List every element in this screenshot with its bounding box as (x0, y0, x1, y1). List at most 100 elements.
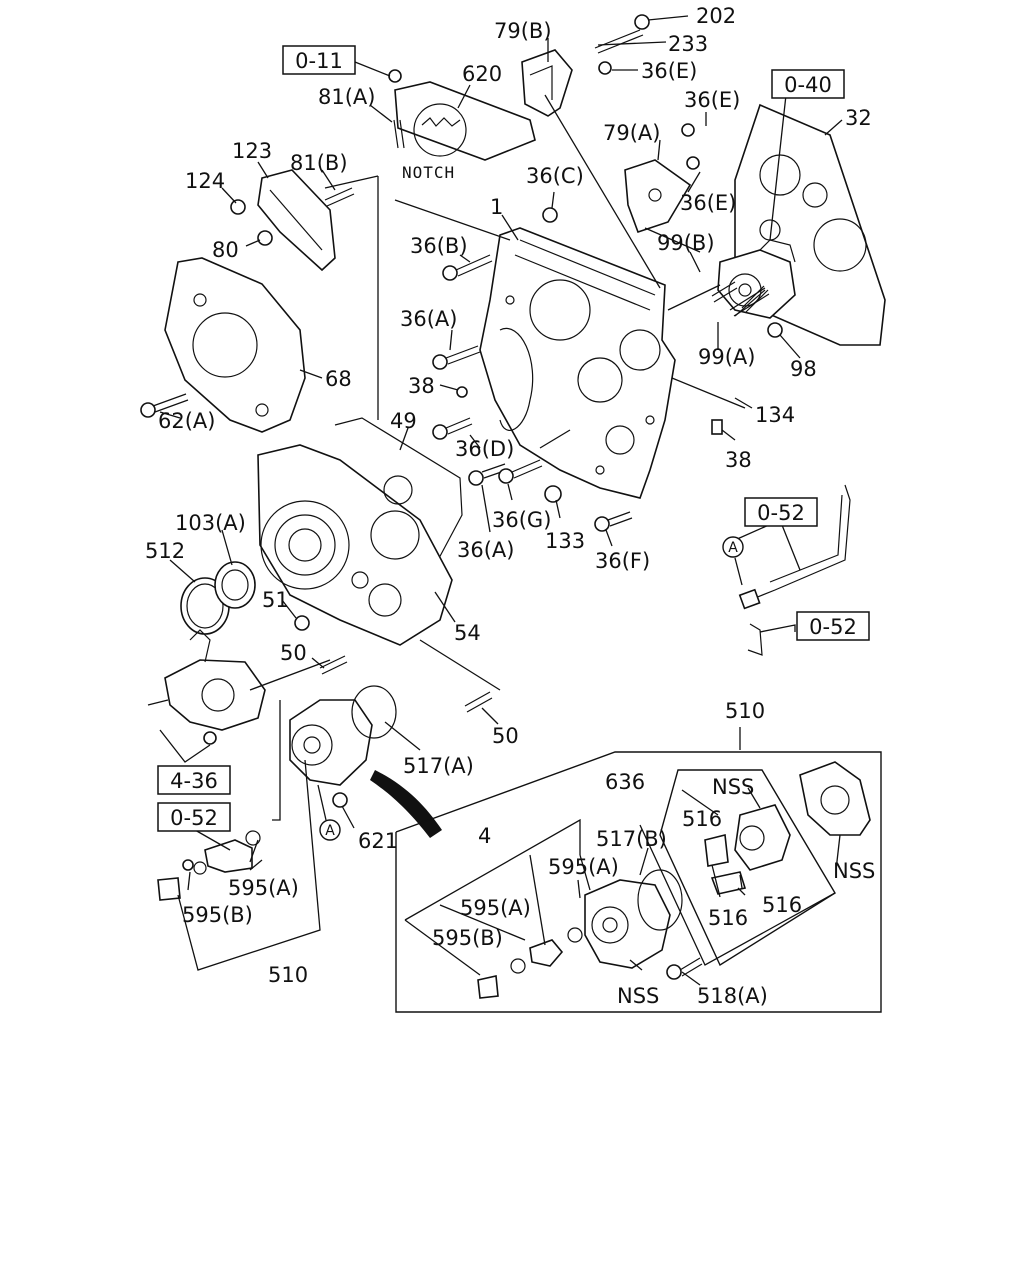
callout-4: 4 (478, 824, 491, 848)
callout-36f: 36(F) (595, 549, 650, 573)
callout-36e-3: 36(E) (680, 191, 736, 215)
callout-nss-1: NSS (712, 775, 754, 799)
callout-79b: 79(B) (494, 19, 552, 43)
bracket-79a (624, 159, 692, 234)
callout-233: 233 (668, 32, 708, 56)
notch-label: NOTCH (402, 163, 455, 182)
callout-123: 123 (232, 139, 272, 163)
callout-81b: 81(B) (290, 151, 348, 175)
ref-box-0-52-right-text: 0-52 (809, 615, 857, 639)
callout-81a: 81(A) (318, 85, 375, 109)
callout-99b: 99(B) (657, 231, 715, 255)
callout-36a-1: 36(A) (400, 307, 457, 331)
callout-516-1: 516 (682, 807, 722, 831)
callout-80: 80 (212, 238, 239, 262)
callout-labels: 202 233 79(B) 36(E) 620 81(A) 36(E) 79(A… (145, 4, 875, 1008)
callout-62a: 62(A) (158, 409, 215, 433)
circle-marker-a-lower: A (317, 784, 341, 841)
callout-595b-1: 595(B) (182, 903, 253, 927)
detail-vanes (704, 834, 747, 895)
callout-nss-3: NSS (617, 984, 659, 1008)
detail-fittings (477, 927, 583, 999)
detail-arrow (370, 770, 442, 838)
bracket-79b (521, 49, 573, 117)
ref-box-0-52-upper: 0-52 (744, 497, 818, 527)
callout-50-2: 50 (492, 724, 519, 748)
cover-123 (257, 169, 336, 272)
callout-124: 124 (185, 169, 225, 193)
ref-box-0-52-upper-text: 0-52 (757, 501, 805, 525)
callout-1: 1 (490, 195, 503, 219)
callout-202: 202 (696, 4, 736, 28)
callout-595b-2: 595(B) (432, 926, 503, 950)
callout-595a-2: 595(A) (228, 876, 299, 900)
callout-68: 68 (325, 367, 352, 391)
ref-box-0-52-left: 0-52 (157, 802, 231, 832)
callout-621: 621 (358, 829, 398, 853)
callout-595a-3: 595(A) (460, 896, 531, 920)
fitting-left (157, 830, 261, 901)
callout-518a: 518(A) (697, 984, 768, 1008)
callout-133: 133 (545, 529, 585, 553)
callout-510-top: 510 (725, 699, 765, 723)
callout-49: 49 (390, 409, 417, 433)
detail-vacuum-pump (584, 869, 683, 969)
callout-620: 620 (462, 62, 502, 86)
callout-36c: 36(C) (526, 164, 584, 188)
circle-marker-a-right-text: A (728, 540, 738, 556)
callout-512: 512 (145, 539, 185, 563)
callout-516-2: 516 (762, 893, 802, 917)
callout-516-3: 516 (708, 906, 748, 930)
cover-68 (164, 257, 306, 433)
callout-517b: 517(B) (596, 827, 667, 851)
callout-98: 98 (790, 357, 817, 381)
callout-595a-1: 595(A) (548, 855, 619, 879)
ref-box-0-11: 0-11 (282, 45, 356, 75)
detail-housing-right (799, 761, 871, 836)
ref-box-0-52-right: 0-52 (796, 611, 870, 641)
callout-36g: 36(G) (492, 508, 551, 532)
callout-54: 54 (454, 621, 481, 645)
callout-36b: 36(B) (410, 234, 468, 258)
callout-36d: 36(D) (455, 437, 514, 461)
ref-box-0-11-text: 0-11 (295, 49, 343, 73)
ref-box-0-40: 0-40 (771, 69, 845, 99)
steering-pump (147, 629, 266, 731)
callout-510-bottom: 510 (268, 963, 308, 987)
callout-517a: 517(A) (403, 754, 474, 778)
ref-box-0-52-left-text: 0-52 (170, 806, 218, 830)
ref-box-4-36-text: 4-36 (170, 769, 218, 793)
callout-636: 636 (605, 770, 645, 794)
timing-cover-54 (257, 417, 463, 646)
seal-103a (214, 561, 256, 609)
callout-51: 51 (262, 588, 289, 612)
callout-32: 32 (845, 106, 872, 130)
front-case-housing (479, 227, 676, 499)
pipe-right (738, 484, 851, 656)
callout-50-1: 50 (280, 641, 307, 665)
callout-103a: 103(A) (175, 511, 246, 535)
leader-lines (159, 15, 843, 986)
callout-nss-2: NSS (833, 859, 875, 883)
detail-frame-outer (395, 751, 882, 1013)
detail-frame-nss-box (659, 769, 836, 967)
callout-38-1: 38 (408, 374, 435, 398)
callout-134: 134 (755, 403, 795, 427)
callout-36e-2: 36(E) (684, 88, 740, 112)
callout-36a-2: 36(A) (457, 538, 514, 562)
ref-box-4-36: 4-36 (157, 765, 231, 795)
callout-99a: 99(A) (698, 345, 755, 369)
vacuum-pump-lower (289, 685, 397, 786)
callout-36e-1: 36(E) (641, 59, 697, 83)
pump-98 (717, 239, 796, 319)
detail-rotor (734, 804, 791, 871)
circle-marker-a-right: A (722, 536, 744, 586)
callout-79a: 79(A) (603, 121, 660, 145)
callout-38-2: 38 (725, 448, 752, 472)
ref-box-0-40-text: 0-40 (784, 73, 832, 97)
top-plate-620 (394, 81, 536, 161)
hardware-bolts (140, 14, 783, 980)
circle-marker-a-lower-text: A (325, 823, 335, 839)
